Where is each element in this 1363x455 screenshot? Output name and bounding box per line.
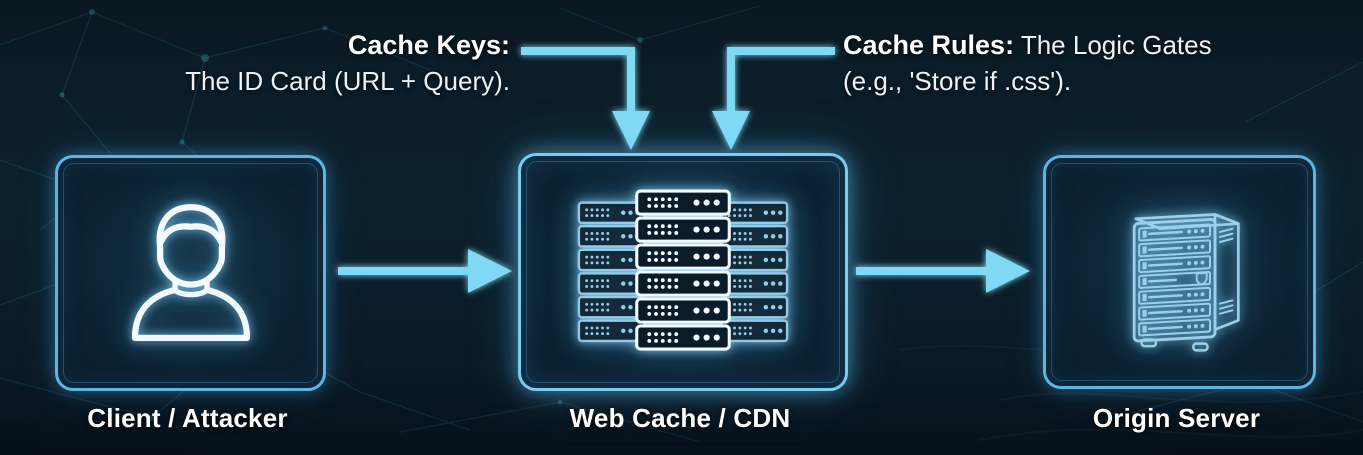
shield-icon <box>1195 272 1208 286</box>
web-cache-cdn-label: Web Cache / CDN <box>569 403 791 433</box>
cache-keys-title-line: Cache Keys: <box>185 27 510 63</box>
client-attacker-label: Client / Attacker <box>87 403 288 433</box>
cache-rules-annotation: Cache Rules: The Logic Gates (e.g., 'Sto… <box>843 27 1212 99</box>
origin-server-node <box>1043 155 1316 389</box>
server-tower-icon <box>1132 213 1240 352</box>
cache-keys-description: The ID Card (URL + Query). <box>185 66 510 96</box>
cache-rules-rest: The Logic Gates <box>1020 30 1212 60</box>
person-icon <box>131 204 250 341</box>
cache-keys-annotation: Cache Keys: The ID Card (URL + Query). <box>185 27 510 99</box>
cache-keys-title: Cache Keys: <box>347 30 510 60</box>
client-attacker-node <box>55 155 326 391</box>
cache-rules-description: (e.g., 'Store if .css'). <box>843 66 1072 96</box>
web-cache-cdn-node <box>518 153 848 391</box>
cache-rules-title-line: Cache Rules: The Logic Gates <box>843 27 1212 63</box>
cache-rules-title: Cache Rules: <box>843 30 1015 60</box>
origin-server-label: Origin Server <box>1092 403 1261 433</box>
server-rack-icon <box>577 189 789 351</box>
